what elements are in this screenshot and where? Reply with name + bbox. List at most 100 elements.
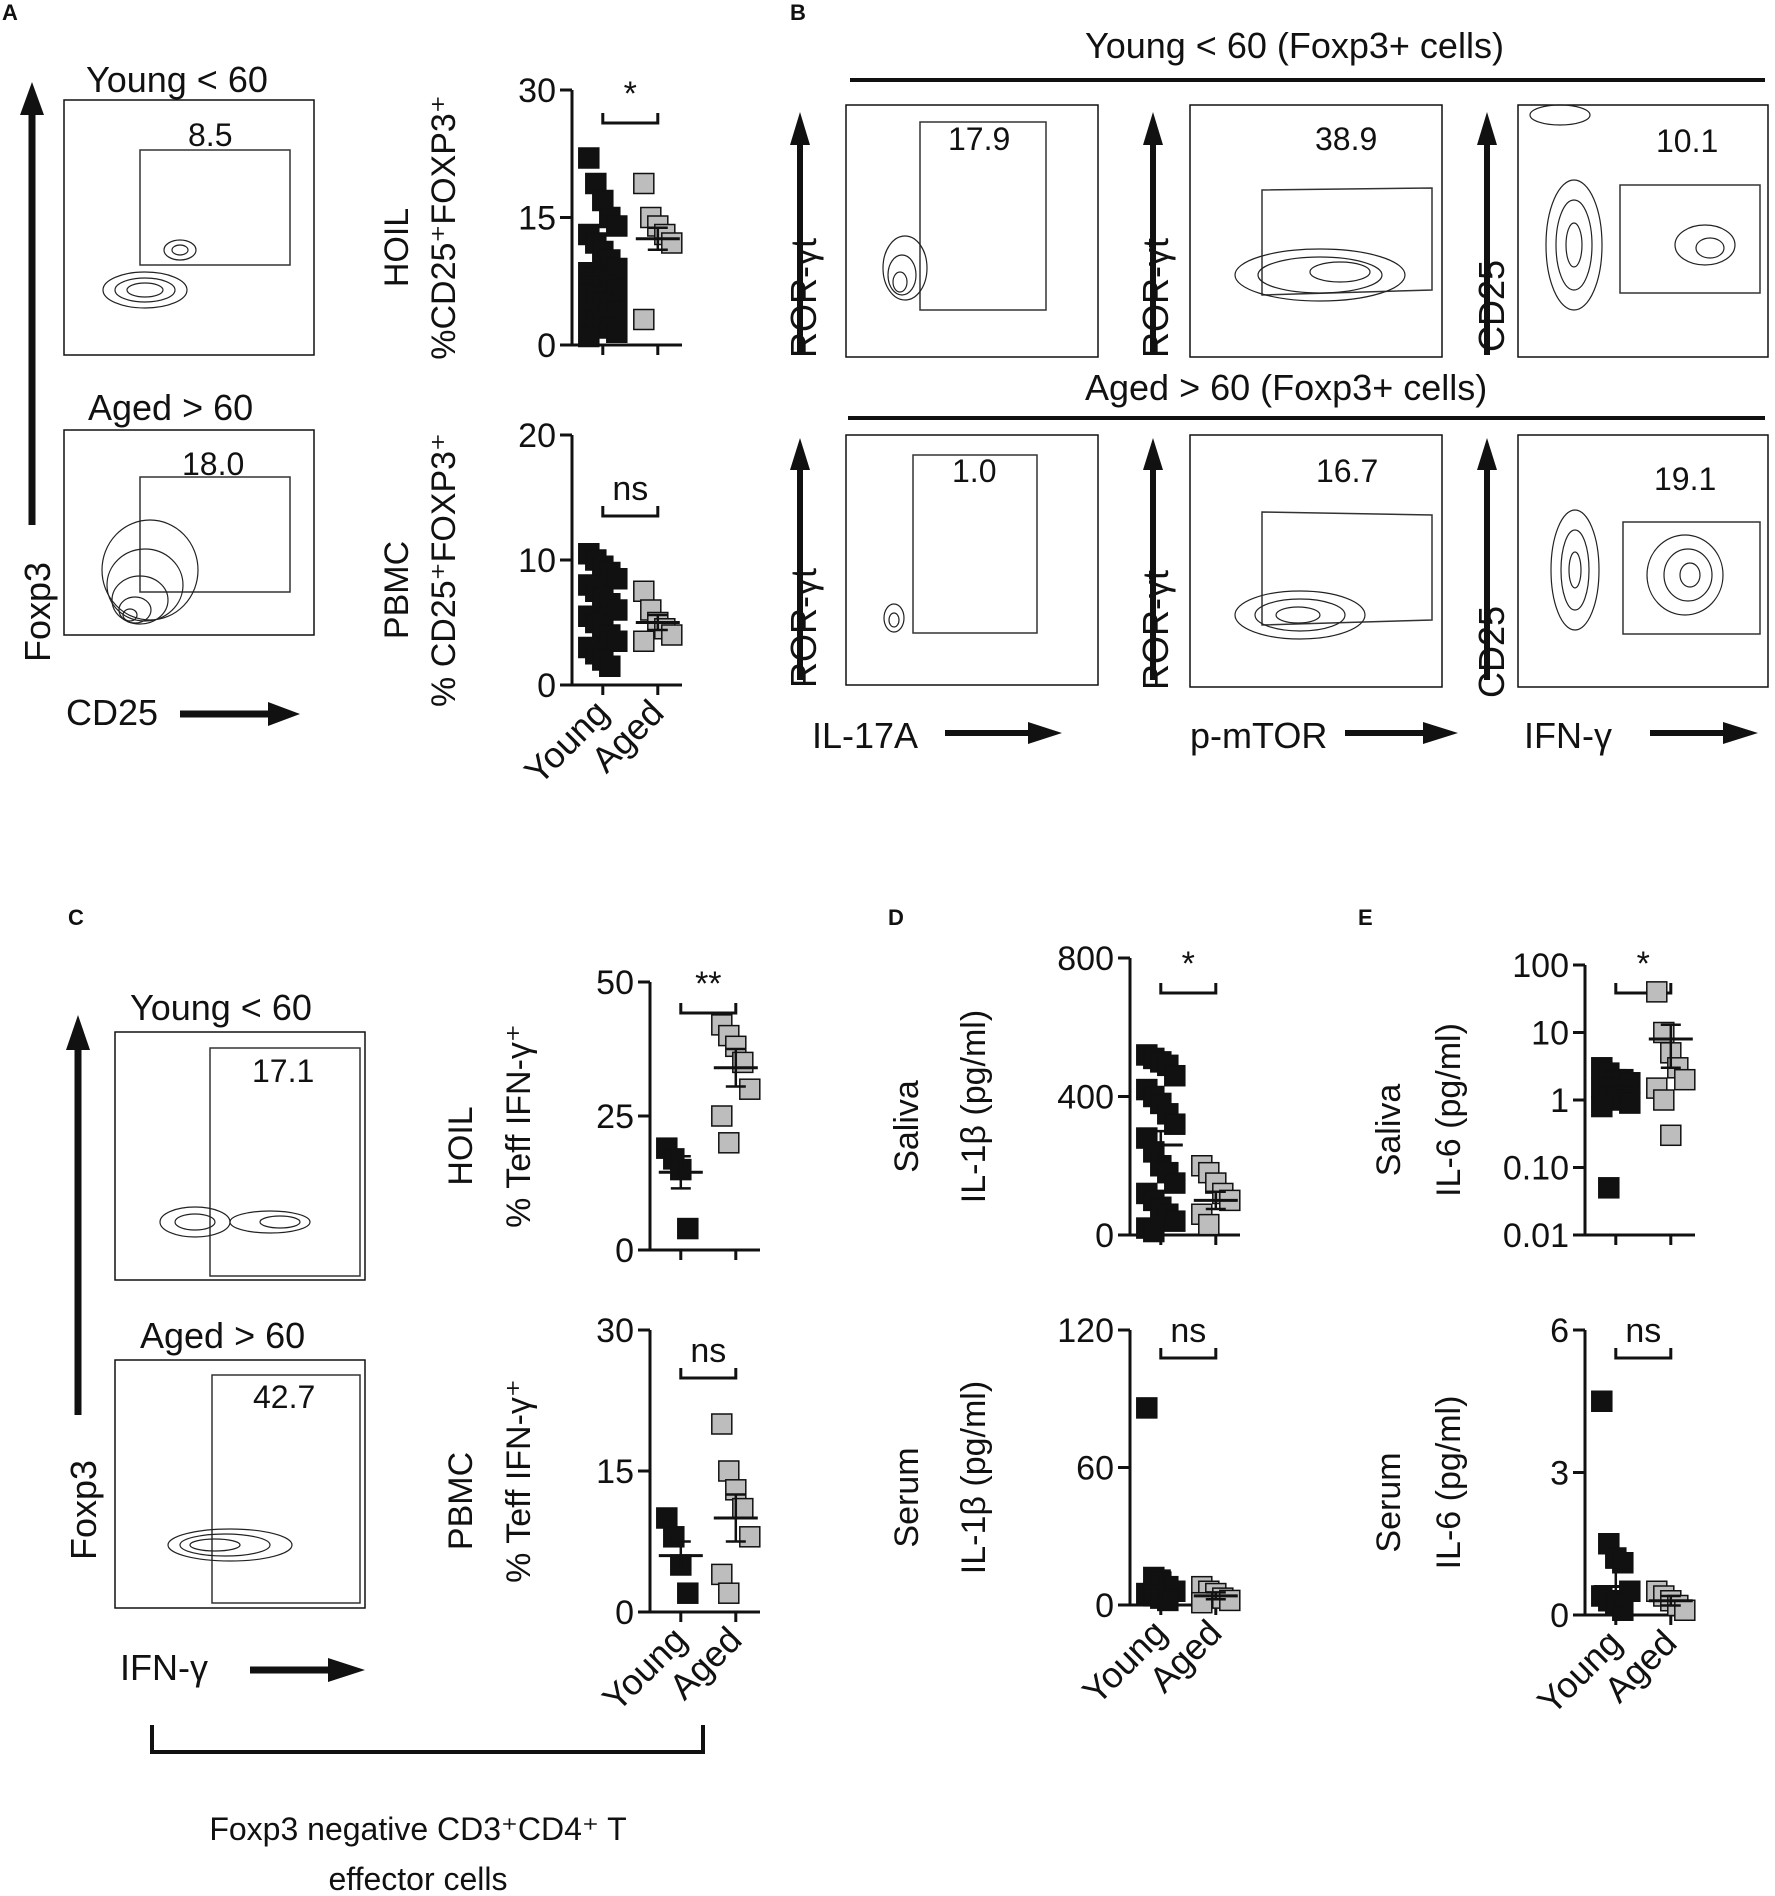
aged-point bbox=[633, 580, 655, 602]
y-tick-label: 800 bbox=[1057, 940, 1114, 978]
aged-point bbox=[739, 1526, 761, 1548]
young-point bbox=[578, 325, 600, 348]
flow-plot-young-frame bbox=[63, 99, 315, 356]
young-point bbox=[1143, 1220, 1165, 1243]
b2-young-gate-value: 38.9 bbox=[1315, 121, 1377, 157]
young-point bbox=[606, 321, 628, 343]
y-tick-label: 400 bbox=[1057, 1079, 1114, 1117]
y-tick-label: 0.01 bbox=[1503, 1217, 1569, 1255]
y-tick-label: 120 bbox=[1057, 1312, 1114, 1350]
young-point bbox=[599, 655, 621, 677]
young-point bbox=[1598, 1177, 1620, 1199]
b3-young-gate bbox=[1619, 184, 1761, 294]
y-tick-label: 0.10 bbox=[1503, 1150, 1569, 1188]
b1-x-arrow-head-icon bbox=[1028, 722, 1062, 744]
b2-aged-frame bbox=[1189, 434, 1443, 688]
b2-young-frame bbox=[1189, 104, 1443, 358]
significance-bracket bbox=[1159, 1348, 1218, 1360]
c-gate-value-young: 17.1 bbox=[252, 1053, 314, 1089]
b1-aged-frame bbox=[845, 434, 1099, 686]
aged-point bbox=[718, 1460, 740, 1482]
c-foxp3-arrow-head-icon bbox=[66, 1015, 90, 1050]
panel-c: C Foxp3 Young < 60 17.1 Aged > 60 42.7 I… bbox=[63, 905, 705, 1896]
b2-aged-y-label: ROR-γt bbox=[1135, 570, 1176, 690]
y-axis-label: %CD25⁺FOXP3⁺ bbox=[425, 95, 463, 360]
c-flow-aged-frame bbox=[114, 1359, 366, 1609]
b3-aged-frame bbox=[1517, 434, 1769, 688]
aged-point bbox=[711, 1105, 733, 1127]
young-point bbox=[1164, 1172, 1186, 1194]
flow-contour-young bbox=[102, 239, 197, 309]
row-label: PBMC bbox=[378, 541, 416, 639]
c-ifng-arrow-head-icon bbox=[328, 1658, 365, 1682]
panel-a: A Foxp3 Young < 60 8.5 Aged > 60 18.0 CD… bbox=[2, 0, 315, 733]
b2-aged-gate bbox=[1261, 511, 1433, 626]
c-flow-young-contour bbox=[159, 1206, 311, 1238]
aged-point bbox=[1653, 1089, 1675, 1111]
b3-young-y-label: CD25 bbox=[1471, 260, 1512, 352]
flow-contour-aged bbox=[101, 519, 199, 625]
b1-young-frame bbox=[845, 104, 1099, 358]
flow-young-title: Young < 60 bbox=[86, 59, 268, 100]
c-ifng-label: IFN-γ bbox=[120, 1647, 208, 1688]
young-point bbox=[1164, 1064, 1186, 1087]
row-label: HOIL bbox=[442, 1106, 480, 1185]
b1-aged-y-label: ROR-γt bbox=[783, 568, 824, 688]
b3-aged-y-label: CD25 bbox=[1471, 606, 1512, 698]
c-flow-aged-title: Aged > 60 bbox=[140, 1315, 305, 1356]
b1-young-arrow-head-icon bbox=[790, 112, 810, 145]
row-label: Serum bbox=[888, 1447, 926, 1547]
young-point bbox=[1591, 1390, 1613, 1412]
b-col2: ROR-γt 38.9 ROR-γt 16.7 p-mTOR bbox=[1135, 104, 1458, 756]
b1-aged-gate-value: 1.0 bbox=[952, 453, 996, 489]
y-tick-label: 6 bbox=[1550, 1312, 1569, 1350]
b2-aged-gate-value: 16.7 bbox=[1316, 453, 1378, 489]
y-tick-label: 1 bbox=[1550, 1082, 1569, 1120]
significance-label: ns bbox=[690, 1332, 726, 1370]
b2-young-y-label: ROR-γt bbox=[1135, 238, 1176, 358]
y-tick-label: 15 bbox=[518, 200, 556, 238]
c-bracket-caption-line1: Foxp3 negative CD3⁺CD4⁺ T bbox=[209, 1811, 626, 1847]
row-label: Saliva bbox=[1370, 1084, 1408, 1177]
y-tick-label: 30 bbox=[596, 1312, 634, 1350]
b2-aged-contour bbox=[1234, 590, 1366, 640]
y-axis-label: IL-6 (pg/ml) bbox=[1430, 1023, 1468, 1197]
b3-x-arrow-head-icon bbox=[1723, 722, 1758, 744]
b2-x-arrow-head-icon bbox=[1423, 722, 1458, 744]
y-tick-label: 30 bbox=[518, 72, 556, 110]
young-point bbox=[1591, 1095, 1613, 1118]
b1-x-label: IL-17A bbox=[812, 715, 918, 756]
young-point bbox=[1619, 1092, 1641, 1114]
young-point bbox=[656, 1507, 678, 1529]
y-tick-label: 20 bbox=[518, 417, 556, 455]
panel-letter-b: B bbox=[790, 0, 806, 25]
b3-aged-gate-value: 19.1 bbox=[1654, 461, 1716, 497]
aged-point bbox=[633, 172, 655, 195]
b1-aged-arrow-head-icon bbox=[790, 438, 810, 470]
aged-point bbox=[718, 1132, 740, 1154]
aged-point bbox=[711, 1413, 733, 1435]
b3-aged-arrow-head-icon bbox=[1477, 438, 1497, 470]
b2-aged-arrow-head-icon bbox=[1143, 438, 1163, 470]
y-tick-label: 15 bbox=[596, 1453, 634, 1491]
significance-label: * bbox=[1637, 945, 1650, 983]
c-bracket-caption-line2: effector cells bbox=[328, 1861, 507, 1896]
flow-aged-title: Aged > 60 bbox=[88, 387, 253, 428]
aged-point bbox=[1646, 981, 1668, 1003]
y-tick-label: 0 bbox=[615, 1232, 634, 1270]
b3-young-gate-value: 10.1 bbox=[1656, 123, 1718, 159]
young-point bbox=[606, 630, 628, 652]
young-point bbox=[677, 1217, 699, 1240]
aged-point bbox=[1660, 1124, 1682, 1147]
y-tick-label: 10 bbox=[1531, 1015, 1569, 1053]
aged-point bbox=[739, 1078, 761, 1100]
row-label: Saliva bbox=[888, 1080, 926, 1173]
young-point bbox=[606, 568, 628, 590]
young-point bbox=[1164, 1210, 1186, 1232]
panel-letter-a: A bbox=[2, 0, 18, 25]
c-flow-aged-contour bbox=[167, 1528, 293, 1562]
aged-point bbox=[633, 308, 655, 331]
y-tick-label: 50 bbox=[596, 964, 634, 1002]
